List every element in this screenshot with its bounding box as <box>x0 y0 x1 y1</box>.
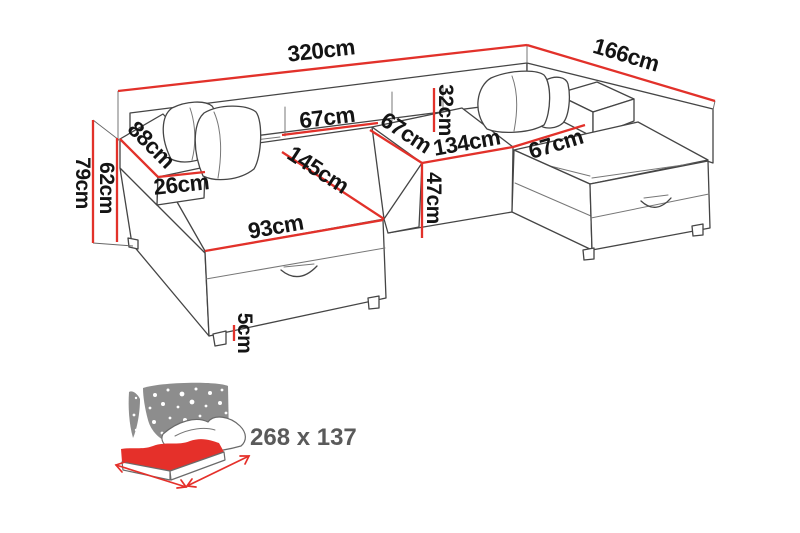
star-dot <box>189 399 195 405</box>
dim-line-back-cushion <box>281 121 379 137</box>
star-dot <box>134 396 138 400</box>
arrow-head <box>185 478 197 488</box>
width-arrow <box>114 461 188 489</box>
dim-line-chaise-width <box>204 218 384 253</box>
drawer-handle-top <box>643 194 669 199</box>
sofa-leg <box>212 330 227 347</box>
dim-label-total-width: 320cm <box>286 34 356 66</box>
mattress-top <box>121 439 224 471</box>
dim-line-armrest-width <box>157 170 206 179</box>
guide-line <box>92 119 120 141</box>
sofa-drawing <box>92 45 716 347</box>
dim-line-right-seat <box>512 123 586 149</box>
star-dot <box>224 411 228 415</box>
star-dot <box>198 414 202 418</box>
star-dot <box>134 428 138 432</box>
depth-arrow <box>185 455 251 488</box>
arrow-line <box>186 455 250 487</box>
sofa-leg <box>367 295 380 310</box>
dim-line-seat-depth <box>369 129 423 164</box>
star-dot <box>166 388 170 392</box>
right-armrest <box>555 81 635 138</box>
star-dot <box>204 404 208 408</box>
pillow-crease <box>189 107 196 161</box>
dim-line-armrest-length <box>119 138 159 178</box>
corner-pillows <box>477 70 570 133</box>
dim-label-body-height: 62cm <box>95 162 118 214</box>
duvet-fold <box>174 427 216 437</box>
star-dot <box>132 413 136 417</box>
dim-label-backrest-height: 32cm <box>434 84 457 136</box>
drawer-handle-top <box>283 263 315 268</box>
dim-line-center-width <box>421 145 514 165</box>
guide-line <box>92 242 134 247</box>
star-dot <box>148 406 152 410</box>
star-dot <box>161 402 165 406</box>
dim-label-seat-height: 47cm <box>422 172 445 224</box>
right-chaise-front-seam <box>514 182 592 217</box>
bed-base-front <box>169 451 226 481</box>
pillow-crease <box>213 111 222 179</box>
star-dot <box>153 393 157 397</box>
sofa-leg <box>691 223 704 237</box>
pillow <box>477 70 551 133</box>
arrow-head <box>114 461 126 473</box>
arrow-head <box>239 455 251 465</box>
sofa-leg <box>582 247 595 261</box>
arrow-head <box>176 479 188 489</box>
star-dot <box>208 391 212 395</box>
left-chaise-front-seam <box>205 247 386 280</box>
star-dot <box>194 387 198 391</box>
sofa-bed-icon: 268 x 137 <box>114 382 357 489</box>
sleeping-area-label: 268 x 137 <box>250 424 357 451</box>
star-dot <box>220 388 224 392</box>
dim-label-total-depth: 166cm <box>590 33 662 76</box>
star-dot <box>176 405 180 409</box>
dim-line-chaise-length <box>281 151 385 220</box>
star-dot <box>179 391 185 397</box>
left-chaise-right-face <box>383 162 423 234</box>
dim-label-back-cushion: 67cm <box>298 102 356 134</box>
arrow-line <box>115 464 187 488</box>
star-dot <box>168 416 172 420</box>
right-chaise-mattress-edge <box>591 161 705 179</box>
right-armrest-front <box>592 98 635 138</box>
guide-line <box>712 100 716 111</box>
pillow-crease <box>511 75 518 132</box>
drawer-handle <box>280 265 318 278</box>
left-pillows <box>162 101 262 181</box>
dim-label-overall-height: 79cm <box>71 157 94 209</box>
dimension-lines <box>91 43 716 341</box>
drawer-handle <box>640 197 672 208</box>
star-dot <box>152 420 156 424</box>
dim-label-armrest-width: 26cm <box>152 169 210 200</box>
right-chaise <box>511 121 711 251</box>
dim-line-total-depth <box>526 43 716 103</box>
left-chaise <box>119 126 423 337</box>
dim-label-leg-height: 5cm <box>233 313 256 354</box>
sofa-leg <box>127 237 139 250</box>
dim-line-total-width <box>117 43 528 93</box>
pillow <box>194 105 262 181</box>
star-dot <box>218 401 222 405</box>
